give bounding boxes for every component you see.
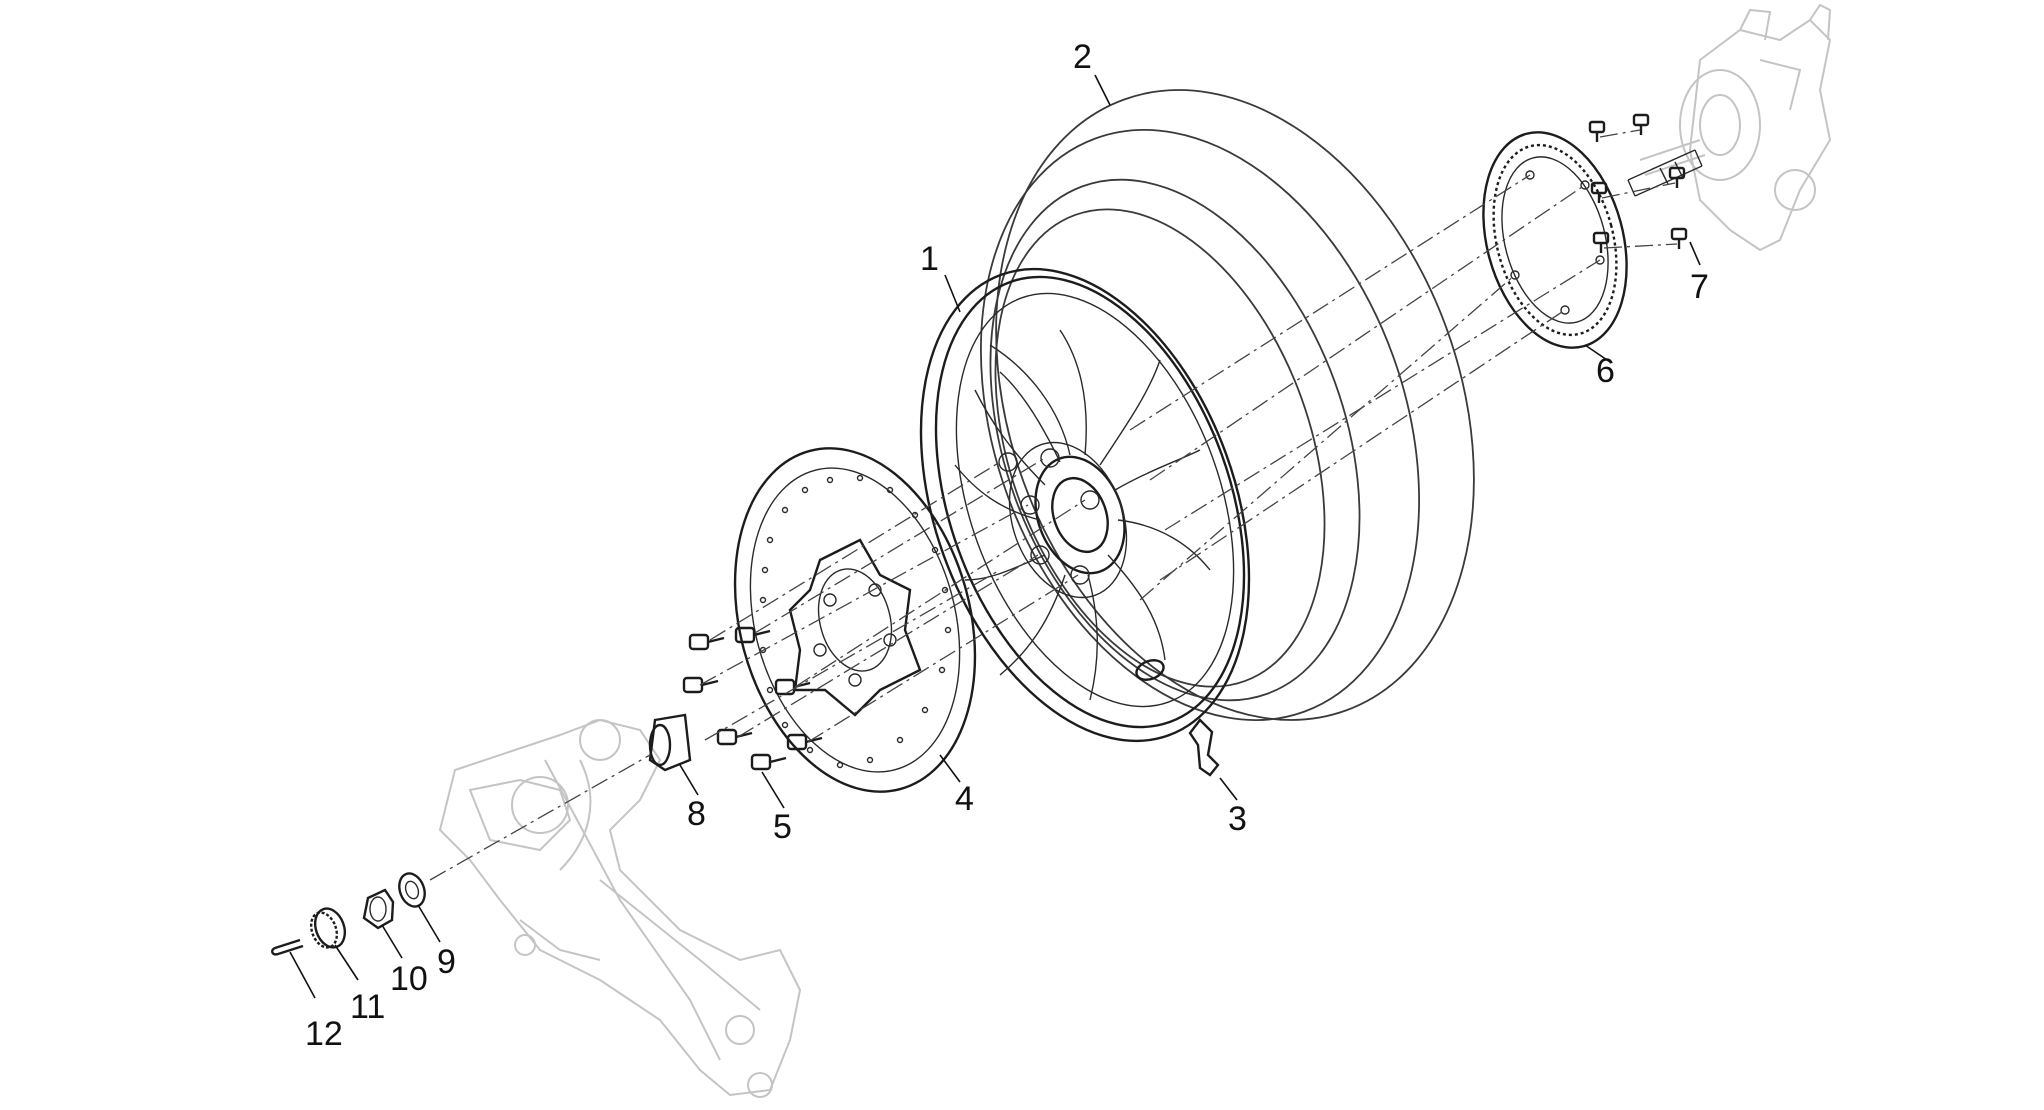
callout-11: 11 (350, 988, 385, 1026)
assembly-centerlines (429, 129, 1678, 881)
castle-nut (309, 907, 347, 949)
callout-9: 9 (437, 943, 456, 981)
swingarm-ghost (438, 718, 802, 1098)
gearbox-ghost (1639, 3, 1832, 252)
callout-labels: 1 2 3 4 5 6 7 8 9 10 11 12 (305, 38, 1709, 1053)
washer (398, 872, 426, 908)
callout-5: 5 (773, 808, 792, 846)
callout-2: 2 (1073, 38, 1092, 76)
spacer (648, 713, 692, 772)
callout-4: 4 (955, 780, 974, 818)
tone-ring-screws (1588, 113, 1688, 253)
tire-valve (1188, 718, 1220, 777)
callout-6: 6 (1596, 352, 1615, 390)
brake-disc (733, 447, 977, 793)
callout-1: 1 (920, 240, 939, 278)
callout-7: 7 (1690, 268, 1709, 306)
cotter-pin (270, 938, 304, 956)
callout-10: 10 (390, 960, 428, 998)
callout-8: 8 (687, 795, 706, 833)
wheel-rim (919, 267, 1251, 743)
tire (980, 89, 1475, 721)
callout-3: 3 (1228, 800, 1247, 838)
axle-shaft (1627, 149, 1703, 197)
axle-nut (362, 888, 395, 930)
tone-ring (1482, 131, 1628, 349)
leader-lines (289, 74, 1701, 999)
callout-12: 12 (305, 1015, 343, 1053)
